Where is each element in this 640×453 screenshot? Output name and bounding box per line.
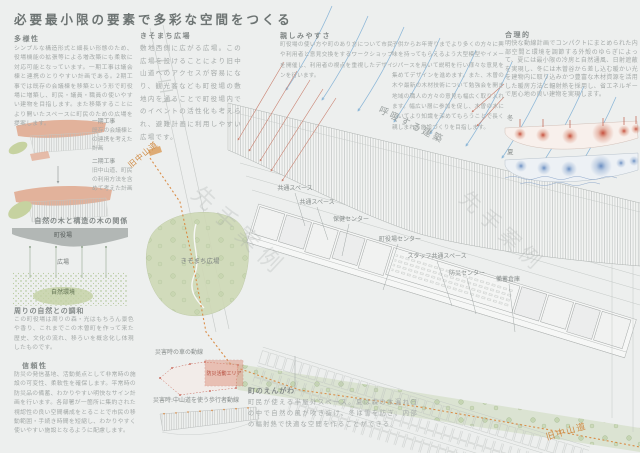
old-nakasendo-road	[148, 146, 640, 448]
label-pedestrian-circulation: 災害時:中山道を使う歩行者動線	[153, 396, 239, 404]
page-title: 必要最小限の要素で多彩な空間をつくる	[14, 12, 293, 27]
label-winter: 冬	[507, 113, 514, 122]
heading-harmony: 周りの自然との調和	[14, 307, 85, 315]
label-kisomachi-plaza: きそまち広場	[181, 256, 221, 265]
label-common-space-1: 共通スペース	[277, 184, 312, 192]
label-town-hall: 町役場	[54, 231, 72, 239]
heading-engawa: 町のえんがわ	[248, 387, 295, 395]
building-plan	[246, 203, 637, 359]
text-friendliness-2: 子供からお年寄りまでより多くの方々に興味を持ってもらえるよう大型模型やイメージパ…	[392, 42, 504, 131]
heading-diversity: 多様性	[14, 35, 40, 43]
text-diversity: シンプルな構造形式と細長い形態のため、役場機能の拡張等による増改築にも柔軟に対応…	[14, 46, 133, 128]
parking-lot	[251, 346, 590, 453]
label-disaster-area: 防災活動エリア	[206, 370, 241, 377]
caption-phase1: 既存の会議棟との連携を考えた計画	[92, 128, 133, 152]
label-town-hall-center: 町役場センター	[379, 235, 421, 243]
label-natural-environment: 自然環境	[51, 288, 75, 296]
text-engawa: 町民が使える半屋外スペース。夏は森の木漏れ日の中で自然の風が吹き抜け、冬は雪を防…	[248, 399, 418, 429]
label-disaster-center: 防災センター	[449, 269, 485, 277]
heading-friendliness: 親しみやすさ	[280, 32, 331, 40]
heading-nature: 自然の木と構造の木の関係	[34, 217, 128, 225]
text-friendliness: 町役場の使い方や町のあり方について市民や利用者と意見交換をするワークショップを開…	[280, 42, 393, 80]
label-phase1: 一期工事	[92, 119, 116, 125]
park-area	[146, 212, 249, 317]
plan-labels: 共通スペース 共通スペース 保健センター 町役場センター スタッフ共通スペース …	[181, 184, 520, 333]
label-car-circulation: 災害時の車の動線	[155, 348, 203, 356]
building-roof	[227, 102, 640, 267]
text-harmony: この町役場は周りの森・光はもちろん景色や香り、これまでこの木曽町を作って来た歴史…	[14, 317, 134, 352]
label-summer: 夏	[507, 148, 514, 156]
label-stock-warehouse: 備蓄倉庫	[496, 275, 520, 283]
label-staff-common-space: スタッフ共通スペース	[407, 252, 466, 260]
label-phase2: 二期工事	[92, 159, 116, 165]
text-reliability: 防災の発信基地、活動拠点として非常時の施設の可変性、柔軟性を確保します。平常時の…	[14, 372, 136, 435]
label-plaza: 広場	[57, 258, 69, 266]
environment-diagrams: 冬 夏	[504, 113, 640, 186]
disaster-diagrams: 災害時の車の動線 防災活動エリア 災害時:中山道を使う歩行者動線	[153, 348, 260, 435]
text-rational: 明快な動線計画でコンパクトにまとめられた内部空間と環境を調節する外殻のゆらぎによ…	[505, 40, 638, 99]
nature-section-diagram: 町役場 広場 自然環境	[12, 228, 128, 306]
red-leader-arrows	[237, 61, 505, 182]
heading-rational: 合理的	[505, 31, 531, 39]
label-health-center: 保健センター	[333, 215, 369, 223]
heading-kiso-plaza: きそまち広場	[140, 32, 191, 40]
phase-diagrams	[8, 119, 112, 223]
label-common-space-2: 共通スペース	[299, 198, 334, 206]
heading-reliability: 信頼性	[22, 362, 48, 370]
caption-phase2: 旧中山道、町民の利用方法を含めて考えた計画	[92, 168, 133, 192]
text-kiso-plaza: 敷地西側に広がる広場。この広場を設けることにより旧中山道へのアクセスが容易になり…	[140, 44, 242, 141]
